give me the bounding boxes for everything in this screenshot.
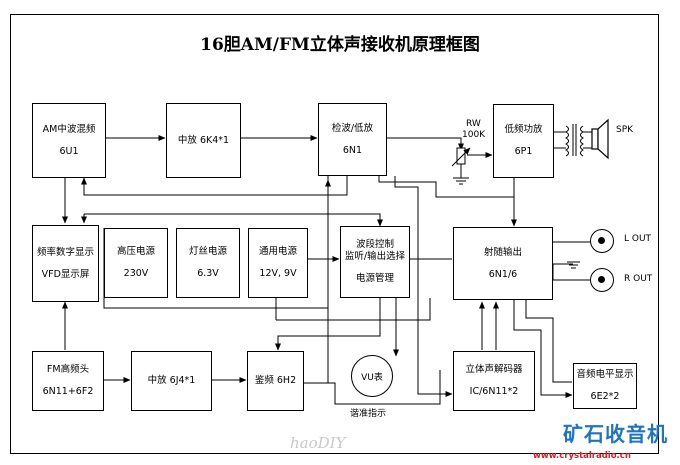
general-supply-name: 通用电源	[258, 246, 297, 258]
fm-detector-name: 鉴频 6H2	[254, 375, 297, 387]
spk-label: SPK	[616, 125, 634, 135]
wire-band-to-fmdet	[275, 298, 381, 351]
volume-pot-icon	[451, 147, 471, 167]
freq-display-type: VFD显示屏	[41, 268, 90, 280]
filament-supply-name: 灯丝电源	[188, 246, 227, 258]
haodiy-watermark: haoDIY	[290, 434, 346, 452]
diagram-title: 16胆AM/FM立体声接收机原理框图	[200, 35, 480, 55]
wire-detector-feedback	[81, 176, 348, 196]
power-amp-name: 低频功放	[504, 124, 543, 136]
block-level-display: 音频电平显示 6E2*2	[573, 363, 637, 409]
crystalradio-url: www.crystalradio.cn	[533, 451, 631, 461]
block-if-amp-fm: 中放 6J4*1	[131, 351, 212, 411]
block-band-control: 波段控制 监听/输出选择 电源管理	[340, 226, 410, 298]
detector-name: 检波/低放	[331, 122, 374, 134]
band-control-power: 电源管理	[355, 272, 394, 284]
block-hv-supply: 高压电源 230V	[104, 228, 168, 298]
if-amp-fm-name: 中放 6J4*1	[147, 375, 196, 387]
wire-fmdet-to-decoder	[304, 370, 441, 405]
speaker-icon	[591, 118, 609, 160]
block-follower: 射随输出 6N1/6	[453, 227, 553, 300]
l-out-jack-icon	[590, 229, 614, 253]
block-detector: 检波/低放 6N1	[318, 103, 387, 176]
l-out-label: L OUT	[624, 234, 652, 244]
rw-value-label: 100K	[462, 130, 486, 140]
r-out-label: R OUT	[624, 274, 653, 284]
diagram-frame	[10, 14, 659, 454]
wire-out-ground	[552, 263, 573, 280]
am-mixer-name: AM中波混频	[42, 123, 96, 135]
tuning-indicator-label: 谐准指示	[350, 409, 387, 419]
am-mixer-tube: 6U1	[59, 145, 79, 157]
vu-meter-label: VU表	[361, 372, 383, 383]
level-display-name: 音频电平显示	[576, 369, 634, 381]
band-control-name: 波段控制	[355, 239, 394, 251]
detector-tube: 6N1	[342, 144, 363, 156]
follower-name: 射随输出	[483, 246, 522, 258]
wire-fm-ctrl	[276, 298, 431, 321]
fm-head-tube: 6N11+6F2	[42, 386, 94, 397]
hv-supply-name: 高压电源	[116, 246, 155, 258]
wire-follower-to-level	[513, 300, 573, 398]
stereo-decoder-name: 立体声解码器	[465, 364, 523, 376]
block-filament-supply: 灯丝电源 6.3V	[176, 228, 240, 298]
crystalradio-logo: 矿石收音机	[563, 422, 668, 446]
r-out-jack-icon	[590, 268, 614, 292]
filament-supply-voltage: 6.3V	[197, 268, 219, 279]
power-amp-tube: 6P1	[514, 146, 533, 157]
rw-label: RW	[466, 119, 481, 129]
block-if-amp-am: 中放 6K4*1	[166, 103, 241, 178]
hv-supply-voltage: 230V	[123, 268, 149, 279]
fm-head-name: FM高频头	[46, 364, 90, 376]
freq-display-name: 频率数字显示	[36, 246, 94, 258]
output-transformer-icon	[565, 124, 592, 157]
follower-tube: 6N1/6	[488, 268, 518, 280]
block-general-supply: 通用电源 12V, 9V	[248, 228, 308, 298]
general-supply-voltage: 12V, 9V	[259, 268, 297, 279]
vu-meter: VU表	[351, 355, 393, 397]
wire-detector-to-pot	[387, 137, 464, 151]
block-fm-head: FM高频头 6N11+6F2	[32, 351, 104, 411]
level-display-tube: 6E2*2	[590, 391, 620, 402]
stereo-decoder-tube: IC/6N11*2	[469, 386, 519, 397]
block-stereo-decoder: 立体声解码器 IC/6N11*2	[453, 351, 535, 411]
wire-detector-to-amp	[378, 176, 515, 198]
block-am-mixer: AM中波混频 6U1	[32, 103, 106, 178]
wire-band-bus	[84, 213, 383, 227]
block-freq-display: 频率数字显示 VFD显示屏	[32, 225, 99, 302]
band-control-monitor: 监听/输出选择	[344, 251, 406, 263]
block-fm-detector: 鉴频 6H2	[247, 351, 304, 411]
wire-detector-to-follower	[394, 176, 453, 397]
if-amp-am-name: 中放 6K4*1	[177, 134, 230, 146]
block-power-amp: 低频功放 6P1	[493, 104, 554, 178]
wire-follower-to-level-2	[525, 300, 572, 383]
